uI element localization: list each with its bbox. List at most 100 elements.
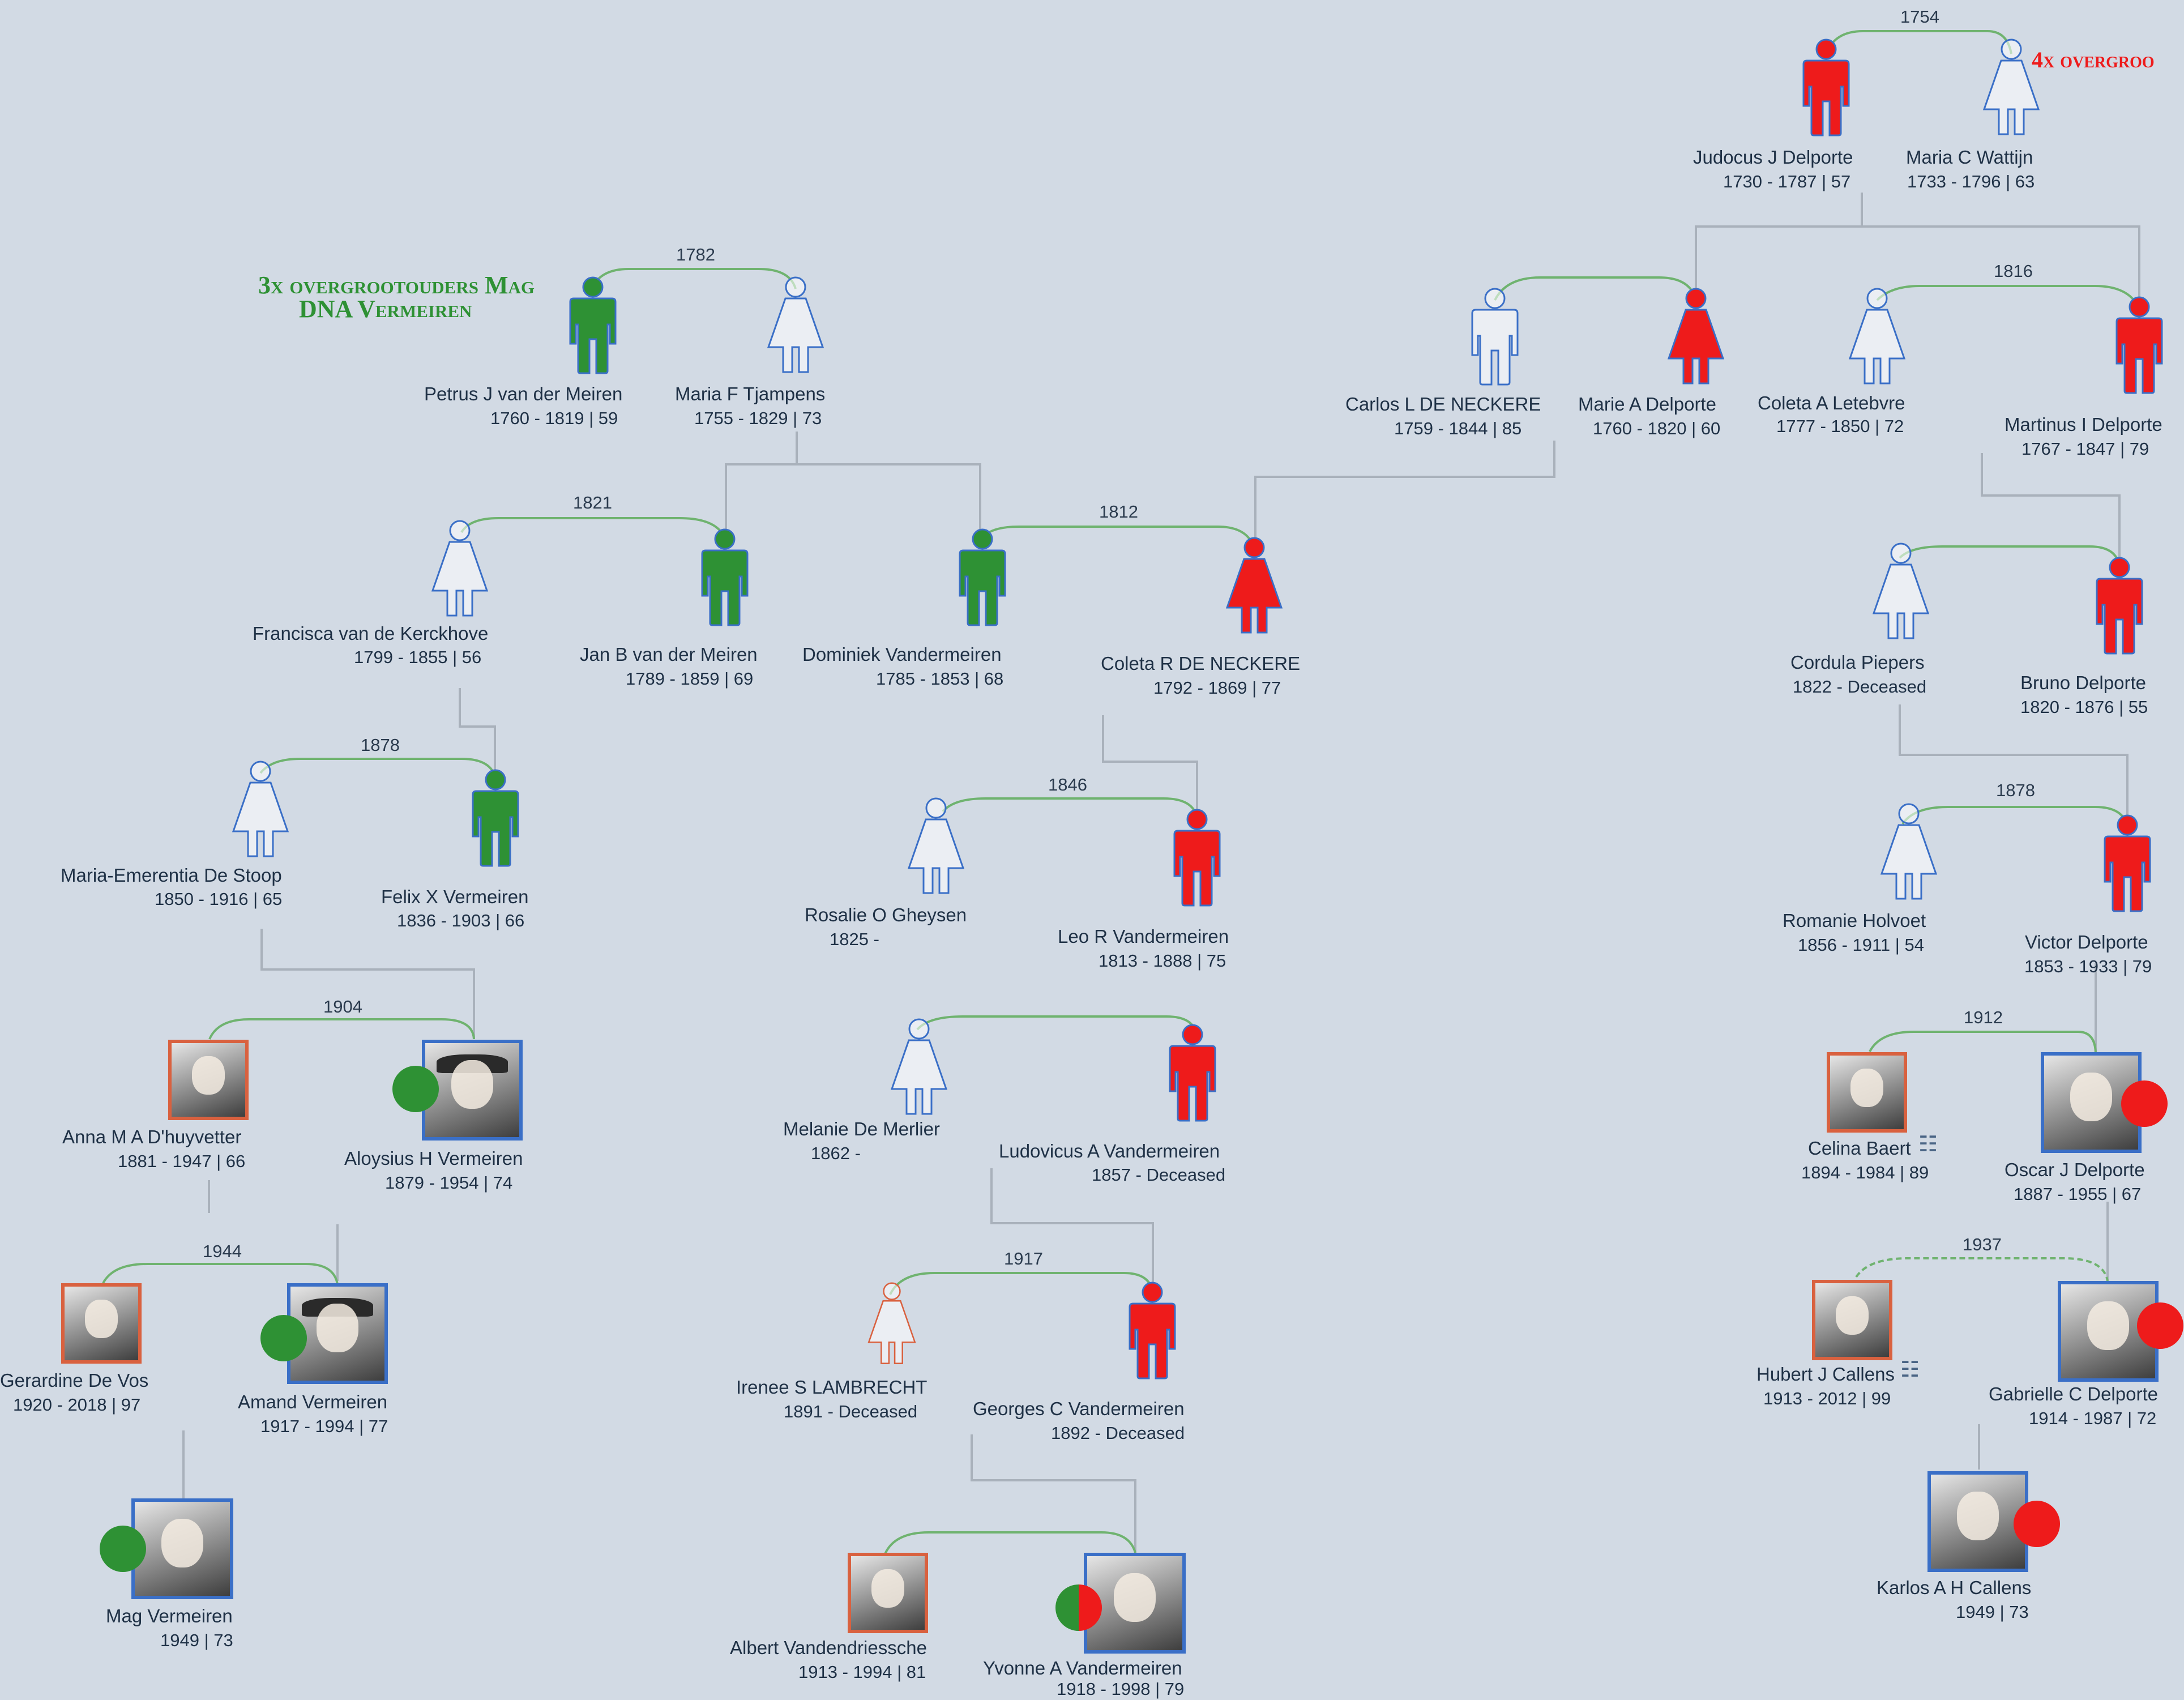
person-name[interactable]: Coleta R DE NECKERE	[1101, 653, 1301, 674]
person-dates: 1949 | 73	[160, 1630, 233, 1650]
marriage-year: 1878	[1996, 780, 2035, 800]
person-name[interactable]: Leo R Vandermeiren	[1058, 926, 1229, 947]
person-photo[interactable]	[61, 1283, 142, 1364]
male-person-icon[interactable]	[1129, 1283, 1176, 1379]
person-dates: 1892 - Deceased	[1051, 1423, 1185, 1443]
person-dates: 1917 - 1994 | 77	[260, 1416, 388, 1436]
male-person-icon[interactable]	[701, 528, 749, 626]
person-name[interactable]: Carlos L DE NECKERE	[1345, 394, 1541, 415]
person-name[interactable]: Victor Delporte	[2025, 932, 2148, 952]
male-person-icon[interactable]	[1173, 810, 1221, 907]
person-name[interactable]: Melanie De Merlier	[783, 1118, 940, 1139]
person-photo[interactable]	[168, 1040, 249, 1120]
person-name[interactable]: Maria F Tjampens	[675, 383, 826, 404]
person-name[interactable]: Anna M A D'huyvetter	[62, 1126, 242, 1147]
female-person-icon[interactable]	[232, 761, 289, 857]
person-name[interactable]: Gerardine De Vos	[0, 1370, 149, 1391]
person-dates: 1913 - 2012 | 99	[1763, 1389, 1891, 1408]
person-dates: 1799 - 1855 | 56	[354, 647, 482, 667]
person-photo[interactable]	[1927, 1471, 2028, 1572]
person-name[interactable]: Jan B van der Meiren	[580, 644, 758, 665]
marriage-year: 1944	[203, 1241, 242, 1261]
person-dates: 1857 - Deceased	[1092, 1165, 1226, 1185]
marriage-year: 1782	[676, 245, 715, 264]
person-name[interactable]: Celina Baert	[1808, 1138, 1911, 1159]
person-photo[interactable]	[287, 1283, 388, 1384]
marriage-year: 1754	[1900, 7, 1939, 27]
female-person-icon[interactable]	[1849, 288, 1905, 385]
person-photo[interactable]	[131, 1498, 233, 1599]
marriage-year: 1816	[1994, 261, 2033, 281]
person-name[interactable]: Hubert J Callens	[1756, 1364, 1895, 1385]
person-name[interactable]: Maria C Wattijn	[1906, 147, 2033, 168]
family-icon[interactable]: ☷	[1918, 1133, 1938, 1156]
person-name[interactable]: Karlos A H Callens	[1877, 1577, 2032, 1598]
person-dates: 1730 - 1787 | 57	[1723, 172, 1851, 191]
person-name[interactable]: Georges C Vandermeiren	[973, 1398, 1185, 1419]
person-dates: 1760 - 1819 | 59	[490, 408, 618, 428]
person-name[interactable]: Romanie Holvoet	[1783, 910, 1926, 931]
person-photo[interactable]	[848, 1553, 928, 1633]
female-person-icon[interactable]	[1873, 543, 1929, 639]
dna-marker-red	[2014, 1501, 2060, 1547]
person-dates: 1825 -	[830, 929, 879, 949]
marriage-year: 1937	[1963, 1235, 2002, 1254]
male-person-icon[interactable]	[1802, 39, 1850, 136]
person-name[interactable]: Judocus J Delporte	[1693, 147, 1853, 168]
person-name[interactable]: Felix X Vermeiren	[381, 886, 529, 907]
person-dates: 1836 - 1903 | 66	[397, 911, 525, 930]
person-name[interactable]: Yvonne A Vandermeiren	[983, 1658, 1182, 1678]
female-person-icon[interactable]	[431, 520, 488, 617]
female-person-icon[interactable]	[908, 797, 964, 894]
person-name[interactable]: Maria-Emerentia De Stoop	[61, 865, 282, 886]
person-name[interactable]: Cordula Piepers	[1790, 652, 1925, 673]
female-person-icon[interactable]	[867, 1282, 916, 1364]
person-name[interactable]: Petrus J van der Meiren	[424, 383, 623, 404]
person-name[interactable]: Irenee S LAMBRECHT	[736, 1377, 928, 1398]
female-person-icon[interactable]	[891, 1018, 947, 1115]
female-person-icon[interactable]	[1880, 803, 1937, 900]
person-name[interactable]: Mag Vermeiren	[106, 1605, 233, 1626]
person-photo[interactable]	[2041, 1052, 2142, 1153]
person-dates: 1920 - 2018 | 97	[13, 1395, 141, 1415]
male-person-icon[interactable]	[1471, 288, 1519, 386]
male-person-icon[interactable]	[569, 276, 617, 374]
male-person-icon[interactable]	[959, 528, 1006, 626]
connector-lines	[182, 193, 2140, 1553]
dna-marker-green	[260, 1315, 307, 1361]
person-name[interactable]: Martinus I Delporte	[2005, 414, 2162, 435]
person-name[interactable]: Dominiek Vandermeiren	[802, 644, 1002, 665]
male-person-icon[interactable]	[1169, 1025, 1216, 1122]
female-person-icon[interactable]	[1668, 288, 1724, 385]
person-photo[interactable]	[1812, 1280, 1892, 1360]
female-person-icon[interactable]	[767, 276, 824, 373]
title-left-line2: DNA Vermeiren	[299, 295, 472, 323]
person-name[interactable]: Albert Vandendriessche	[730, 1637, 927, 1658]
person-name[interactable]: Oscar J Delporte	[2005, 1159, 2145, 1180]
family-icon[interactable]: ☷	[1900, 1358, 1920, 1382]
person-dates: 1853 - 1933 | 79	[2024, 956, 2152, 976]
male-person-icon[interactable]	[2115, 296, 2163, 394]
person-name[interactable]: Gabrielle C Delporte	[1989, 1383, 2158, 1404]
female-person-icon[interactable]	[1226, 537, 1283, 634]
person-name[interactable]: Ludovicus A Vandermeiren	[999, 1141, 1220, 1161]
male-person-icon[interactable]	[472, 769, 519, 867]
person-photo[interactable]	[2058, 1281, 2159, 1382]
person-name[interactable]: Coleta A Letebvre	[1758, 392, 1905, 413]
person-dates: 1785 - 1853 | 68	[876, 669, 1004, 689]
person-photo[interactable]	[1827, 1052, 1907, 1133]
dna-marker-red	[2137, 1302, 2183, 1349]
person-name[interactable]: Bruno Delporte	[2020, 672, 2146, 693]
person-dates: 1760 - 1820 | 60	[1593, 418, 1721, 438]
person-name[interactable]: Rosalie O Gheysen	[805, 904, 967, 925]
person-name[interactable]: Francisca van de Kerckhove	[253, 623, 489, 644]
title-right: 4x overgroo	[2032, 47, 2155, 72]
person-name[interactable]: Amand Vermeiren	[238, 1391, 388, 1412]
male-person-icon[interactable]	[2104, 814, 2151, 912]
female-person-icon[interactable]	[1983, 39, 2040, 135]
person-name[interactable]: Aloysius H Vermeiren	[344, 1148, 523, 1169]
person-name[interactable]: Marie A Delporte	[1578, 394, 1716, 415]
person-dates: 1949 | 73	[1956, 1602, 2029, 1622]
male-person-icon[interactable]	[2096, 557, 2143, 655]
